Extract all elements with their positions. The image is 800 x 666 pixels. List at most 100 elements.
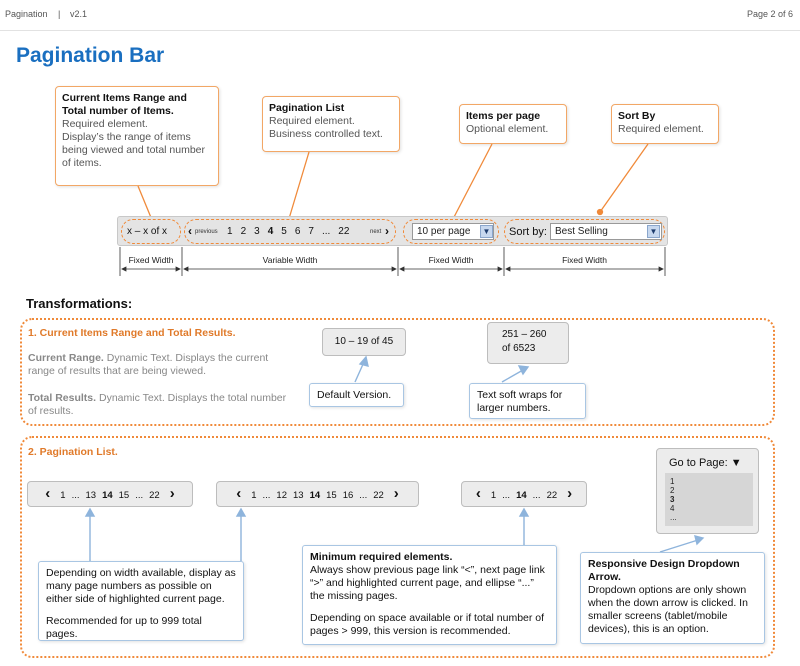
prev-chevron-icon[interactable]: ‹ <box>45 485 51 502</box>
note-width-text-2: Recommended for up to 999 total pages. <box>46 615 202 640</box>
note-soft-wrap: Text soft wraps for larger numbers. <box>469 383 586 419</box>
width-indicators <box>119 247 666 276</box>
note-minimum-body-2: Depending on space available or if total… <box>310 612 545 637</box>
goto-page-option[interactable]: 2 <box>670 486 675 495</box>
callout-per-page: Items per page Optional element. <box>459 104 567 144</box>
header-page-number: Page 2 of 6 <box>746 9 793 19</box>
sort-dropdown-arrow-icon[interactable]: ▼ <box>647 225 660 238</box>
prev-link[interactable]: previous <box>195 229 218 235</box>
page-link[interactable]: 13 <box>292 490 304 501</box>
note-responsive-title: Responsive Design Dropdown Arrow. <box>588 558 740 583</box>
header-separator: | <box>58 9 61 19</box>
callout-list-body: Required element. Business controlled te… <box>269 115 383 140</box>
total-results-desc: Total Results. Dynamic Text. Displays th… <box>28 392 290 418</box>
callout-per-page-body: Optional element. <box>466 123 549 135</box>
section-pagination-list <box>20 436 775 658</box>
note-minimum-body: Always show previous page link “<”, next… <box>310 564 545 602</box>
current-range-text: Dynamic Text. Displays the current range… <box>28 352 269 377</box>
page-link[interactable]: 12 <box>276 490 287 501</box>
callout-per-page-title: Items per page <box>466 110 541 122</box>
bar-page-link[interactable]: 22 <box>338 226 350 237</box>
header-divider <box>0 30 800 31</box>
bar-page-link[interactable]: 1 <box>227 226 233 237</box>
transformations-heading: Transformations: <box>26 296 133 311</box>
bar-page-link[interactable]: 7 <box>308 226 314 237</box>
next-chevron-icon[interactable]: › <box>169 485 175 502</box>
section-range <box>20 318 775 426</box>
note-soft-wrap-text: Text soft wraps for larger numbers. <box>477 389 563 414</box>
callout-list-title: Pagination List <box>269 102 345 114</box>
section-range-title: 1. Current Items Range and Total Results… <box>28 327 236 339</box>
sort-value: Best Selling <box>555 226 608 237</box>
width-label-list: Variable Width <box>262 255 318 265</box>
bar-page-link[interactable]: 5 <box>281 226 287 237</box>
prev-chevron-icon[interactable]: ‹ <box>236 485 242 502</box>
range-example-wrap: 251 – 260 of 6523 <box>487 322 569 364</box>
sort-dashed-outline <box>504 219 665 244</box>
page-title: Pagination Bar <box>16 44 165 67</box>
page-ellipsis: ... <box>502 490 511 501</box>
bar-page-ellipsis: ... <box>321 226 331 237</box>
next-chevron-icon[interactable]: › <box>393 485 399 502</box>
page-ellipsis: ... <box>135 490 144 501</box>
page-link[interactable]: 22 <box>149 490 160 501</box>
page-link[interactable]: 15 <box>326 490 337 501</box>
per-page-value: 10 per page <box>417 226 471 237</box>
goto-page-option[interactable]: 3 <box>670 495 675 504</box>
per-page-select[interactable]: 10 per page <box>412 223 494 240</box>
page-link[interactable]: 13 <box>85 490 97 501</box>
width-label-per-page: Fixed Width <box>428 255 474 265</box>
callout-range-body: Required element. Display’s the range of… <box>62 118 206 169</box>
prev-chevron-icon[interactable]: ‹ <box>475 485 481 502</box>
callout-list: Pagination List Required element. Busine… <box>262 96 400 152</box>
page-link[interactable]: 15 <box>118 490 130 501</box>
page-link[interactable]: 22 <box>373 490 384 501</box>
callout-sort: Sort By Required element. <box>611 104 719 144</box>
bar-page-link[interactable]: 2 <box>240 226 247 237</box>
note-default-version: Default Version. <box>309 383 404 407</box>
page-link[interactable]: 16 <box>342 490 354 501</box>
note-width-text: Depending on width available, display as… <box>46 567 236 605</box>
prev-chevron-icon[interactable]: ‹ <box>188 224 192 238</box>
sort-select[interactable]: Best Selling <box>550 223 662 240</box>
page-ellipsis: ... <box>262 490 271 501</box>
current-page: 14 <box>309 490 321 501</box>
per-page-dropdown-arrow-icon[interactable]: ▼ <box>480 225 493 238</box>
page-link[interactable]: 1 <box>60 490 66 501</box>
range-dashed-outline <box>121 219 181 244</box>
header-version: v2.1 <box>70 9 88 19</box>
goto-page-option[interactable]: 4 <box>670 504 675 513</box>
page-ellipsis: ... <box>532 490 541 501</box>
goto-page-option[interactable]: 1 <box>670 477 675 486</box>
page-link[interactable]: 1 <box>490 490 497 501</box>
current-page: 14 <box>102 490 113 501</box>
range-example-wrap-line1: 251 – 260 <box>502 329 547 340</box>
page-link[interactable]: 1 <box>251 490 257 501</box>
note-minimum-required: Minimum required elements. Always show p… <box>302 545 557 645</box>
next-link[interactable]: next <box>370 229 382 235</box>
total-results-text: Dynamic Text. Displays the total number … <box>28 392 287 417</box>
goto-page-title[interactable]: Go to Page: ▼ <box>669 457 742 469</box>
width-label-sort: Fixed Width <box>562 255 607 265</box>
current-range-label: Current Range. <box>28 352 104 364</box>
goto-page-option[interactable]: ... <box>670 513 677 522</box>
list-dashed-outline <box>184 219 396 244</box>
bar-page-link[interactable]: 6 <box>294 226 301 237</box>
current-page: 14 <box>516 490 527 501</box>
callout-sort-title: Sort By <box>618 110 656 122</box>
range-example-wrap-line2: of 6523 <box>502 343 536 354</box>
next-chevron-icon[interactable]: › <box>385 224 389 238</box>
callout-range: Current Items Range and Total number of … <box>55 86 219 186</box>
bar-page-link[interactable]: 3 <box>254 226 260 237</box>
callout-sort-body: Required element. <box>618 123 704 135</box>
next-chevron-icon[interactable]: › <box>567 485 573 502</box>
callout-range-title: Current Items Range and Total number of … <box>62 92 187 117</box>
section-pagination-list-title: 2. Pagination List. <box>28 446 118 458</box>
header-app-name: Pagination <box>5 9 48 19</box>
page-link[interactable]: 22 <box>546 490 558 501</box>
